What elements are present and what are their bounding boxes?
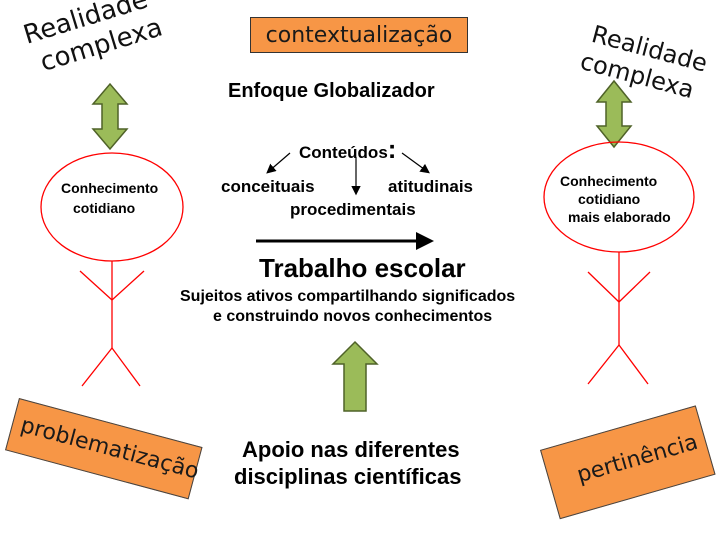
content-conceituais: conceituais (221, 177, 315, 196)
right-person-line2: cotidiano (578, 191, 641, 207)
stick-figure-right (543, 141, 695, 385)
up-arrow-icon (331, 340, 379, 412)
conhecimento-cotidiano-label: Conhecimento cotidiano (61, 178, 158, 218)
pertinencia-label: pertinência (574, 429, 701, 489)
arrow-to-conceituais (266, 152, 291, 174)
apoio-line1: Apoio nas diferentes (242, 437, 460, 462)
conhecimento-elaborado-label: Conhecimento cotidiano mais elaborado (560, 172, 671, 226)
contextualizacao-box: contextualização (250, 17, 468, 53)
double-arrow-right-icon (595, 79, 633, 149)
left-person-line1: Conhecimento (61, 180, 159, 196)
conteudos-colon: : (387, 134, 397, 164)
trabalho-line2: e construindo novos conhecimentos (213, 308, 493, 325)
stick-figure-left (40, 152, 184, 387)
conteudos-heading: Conteúdos: (299, 134, 396, 165)
contextualizacao-label: contextualização (265, 22, 453, 48)
page-title: Enfoque Globalizador (228, 80, 435, 102)
apoio-disciplinas: Apoio nas diferentes disciplinas científ… (234, 436, 461, 490)
right-person-line3: mais elaborado (568, 209, 671, 225)
double-arrow-left-icon (91, 82, 129, 151)
apoio-line2: disciplinas científicas (234, 464, 462, 489)
trabalho-line1: Sujeitos ativos compartilhando significa… (180, 288, 516, 305)
right-person-line1: Conhecimento (560, 173, 658, 189)
trabalho-escolar-title: Trabalho escolar (259, 253, 466, 283)
conteudos-label: Conteúdos (299, 143, 388, 162)
left-person-line2: cotidiano (73, 200, 136, 216)
content-atitudinais: atitudinais (388, 177, 474, 196)
arrow-to-atitudinais (401, 152, 430, 174)
content-procedimentais: procedimentais (290, 200, 416, 219)
trabalho-description: Sujeitos ativos compartilhando significa… (180, 287, 570, 327)
